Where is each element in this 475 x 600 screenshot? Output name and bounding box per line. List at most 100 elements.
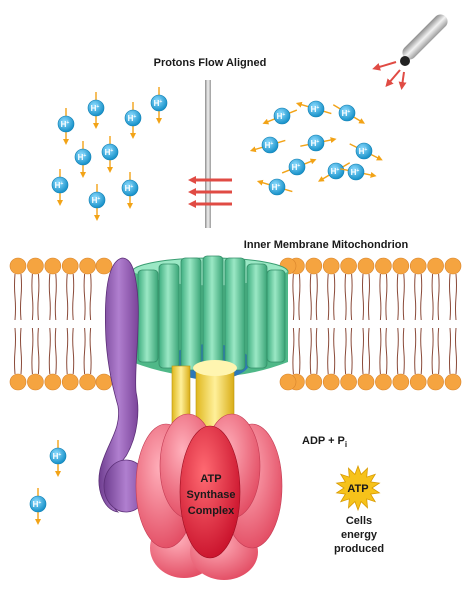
proton-icon bbox=[307, 134, 325, 152]
f1-head bbox=[135, 413, 283, 580]
proton-icon bbox=[121, 179, 139, 197]
lipid-molecule bbox=[322, 327, 340, 391]
proton-label: H+ bbox=[61, 120, 70, 129]
atp-star-icon bbox=[335, 464, 381, 512]
atp-badge-label: ATP bbox=[347, 483, 368, 495]
fo-rotor-ring bbox=[131, 255, 289, 380]
proton-icon bbox=[124, 109, 142, 127]
proton-h-plus: H+ bbox=[349, 142, 383, 161]
proton-label: H+ bbox=[277, 112, 286, 121]
proton-h-plus: H+ bbox=[74, 141, 92, 178]
atp-badge: ATP bbox=[335, 464, 381, 512]
membrane-label: Inner Membrane Mitochondrion bbox=[244, 239, 409, 251]
proton-icon bbox=[347, 163, 365, 181]
probe-device bbox=[400, 14, 448, 66]
proton-icon bbox=[101, 143, 119, 161]
lipid-molecule bbox=[27, 257, 44, 321]
lipid-molecule bbox=[79, 327, 96, 391]
lipid-molecule bbox=[61, 327, 79, 391]
proton-h-plus: H+ bbox=[101, 136, 119, 173]
proton-label: H+ bbox=[331, 167, 340, 176]
proton-label: H+ bbox=[125, 184, 134, 193]
lipid-bilayer bbox=[9, 257, 462, 391]
lipid-molecule bbox=[375, 257, 392, 321]
proton-h-plus: H+ bbox=[300, 134, 337, 152]
proton-label: H+ bbox=[55, 181, 64, 190]
cells-label-line-1: Cells bbox=[346, 515, 372, 527]
proton-label: H+ bbox=[53, 452, 62, 461]
proton-label: H+ bbox=[359, 147, 368, 156]
proton-h-plus: H+ bbox=[87, 92, 105, 129]
proton-icon bbox=[57, 115, 75, 133]
proton-label: H+ bbox=[272, 183, 281, 192]
proton-icon bbox=[74, 148, 92, 166]
cells-label: Cells energy produced bbox=[334, 515, 384, 555]
proton-icon bbox=[51, 176, 69, 194]
lipid-molecule bbox=[357, 257, 375, 321]
proton-field: H+ H+ H+ H+ H+ H+ H+ H+ H+ H+ H+ H+ H+ H+ H+ H+ H+ H+ H+ H+… bbox=[29, 87, 383, 525]
proton-h-plus: H+ bbox=[150, 87, 168, 124]
proton-label: H+ bbox=[33, 500, 42, 509]
lipid-molecule bbox=[9, 257, 27, 321]
lipid-molecule bbox=[27, 327, 44, 391]
lipid-molecule bbox=[409, 257, 427, 321]
lipid-molecule bbox=[392, 327, 410, 391]
proton-icon bbox=[288, 158, 306, 176]
proton-h-plus: H+ bbox=[256, 178, 293, 196]
cells-label-line-3: produced bbox=[334, 543, 384, 555]
lipid-molecule bbox=[427, 327, 444, 391]
lipid-molecule bbox=[375, 327, 392, 391]
adp-label-sub: i bbox=[345, 440, 347, 449]
proton-icon bbox=[273, 107, 291, 125]
lipid-molecule bbox=[409, 327, 427, 391]
lipid-molecule bbox=[427, 257, 444, 321]
proton-h-plus: H+ bbox=[121, 172, 139, 209]
adp-label-main: ADP + P bbox=[302, 435, 345, 447]
proton-h-plus: H+ bbox=[317, 162, 351, 182]
proton-h-plus: H+ bbox=[49, 440, 67, 477]
proton-h-plus: H+ bbox=[124, 102, 142, 139]
complex-label-line-1: ATP bbox=[200, 473, 221, 485]
lipid-molecule bbox=[79, 257, 96, 321]
lipid-molecule bbox=[61, 257, 79, 321]
proton-label: H+ bbox=[78, 153, 87, 162]
proton-label: H+ bbox=[292, 163, 301, 172]
proton-h-plus: H+ bbox=[295, 100, 332, 118]
proton-h-plus: H+ bbox=[51, 169, 69, 206]
proton-icon bbox=[327, 162, 345, 180]
proton-label: H+ bbox=[154, 99, 163, 108]
proton-label: H+ bbox=[351, 168, 360, 177]
proton-icon bbox=[150, 94, 168, 112]
proton-h-plus: H+ bbox=[340, 163, 377, 181]
proton-icon bbox=[338, 104, 356, 122]
proton-h-plus: H+ bbox=[249, 136, 286, 154]
proton-label: H+ bbox=[128, 114, 137, 123]
proton-label: H+ bbox=[311, 105, 320, 114]
proton-h-plus: H+ bbox=[29, 488, 47, 525]
complex-label-line-3: Complex bbox=[188, 505, 235, 517]
proton-label: H+ bbox=[311, 139, 320, 148]
lipid-molecule bbox=[392, 257, 410, 321]
proton-icon bbox=[268, 178, 286, 196]
proton-label: H+ bbox=[265, 141, 274, 150]
proton-h-plus: H+ bbox=[332, 104, 366, 124]
lipid-molecule bbox=[444, 257, 462, 321]
separator-rod bbox=[205, 80, 211, 228]
proton-label: H+ bbox=[105, 148, 114, 157]
complex-label: ATP Synthase Complex bbox=[187, 473, 236, 517]
proton-h-plus: H+ bbox=[262, 107, 298, 125]
lipid-molecule bbox=[322, 257, 340, 321]
lipid-molecule bbox=[340, 257, 357, 321]
complex-label-line-2: Synthase bbox=[187, 489, 236, 501]
lipid-head bbox=[279, 373, 297, 391]
proton-icon bbox=[307, 100, 325, 118]
probe-red-arrows bbox=[372, 61, 407, 90]
lipid-molecule bbox=[444, 327, 462, 391]
lipid-head bbox=[95, 373, 113, 391]
proton-icon bbox=[355, 142, 373, 160]
proton-h-plus: H+ bbox=[88, 184, 106, 221]
proton-icon bbox=[49, 447, 67, 465]
lipid-molecule bbox=[9, 327, 27, 391]
adp-label: ADP + Pi bbox=[302, 435, 347, 449]
